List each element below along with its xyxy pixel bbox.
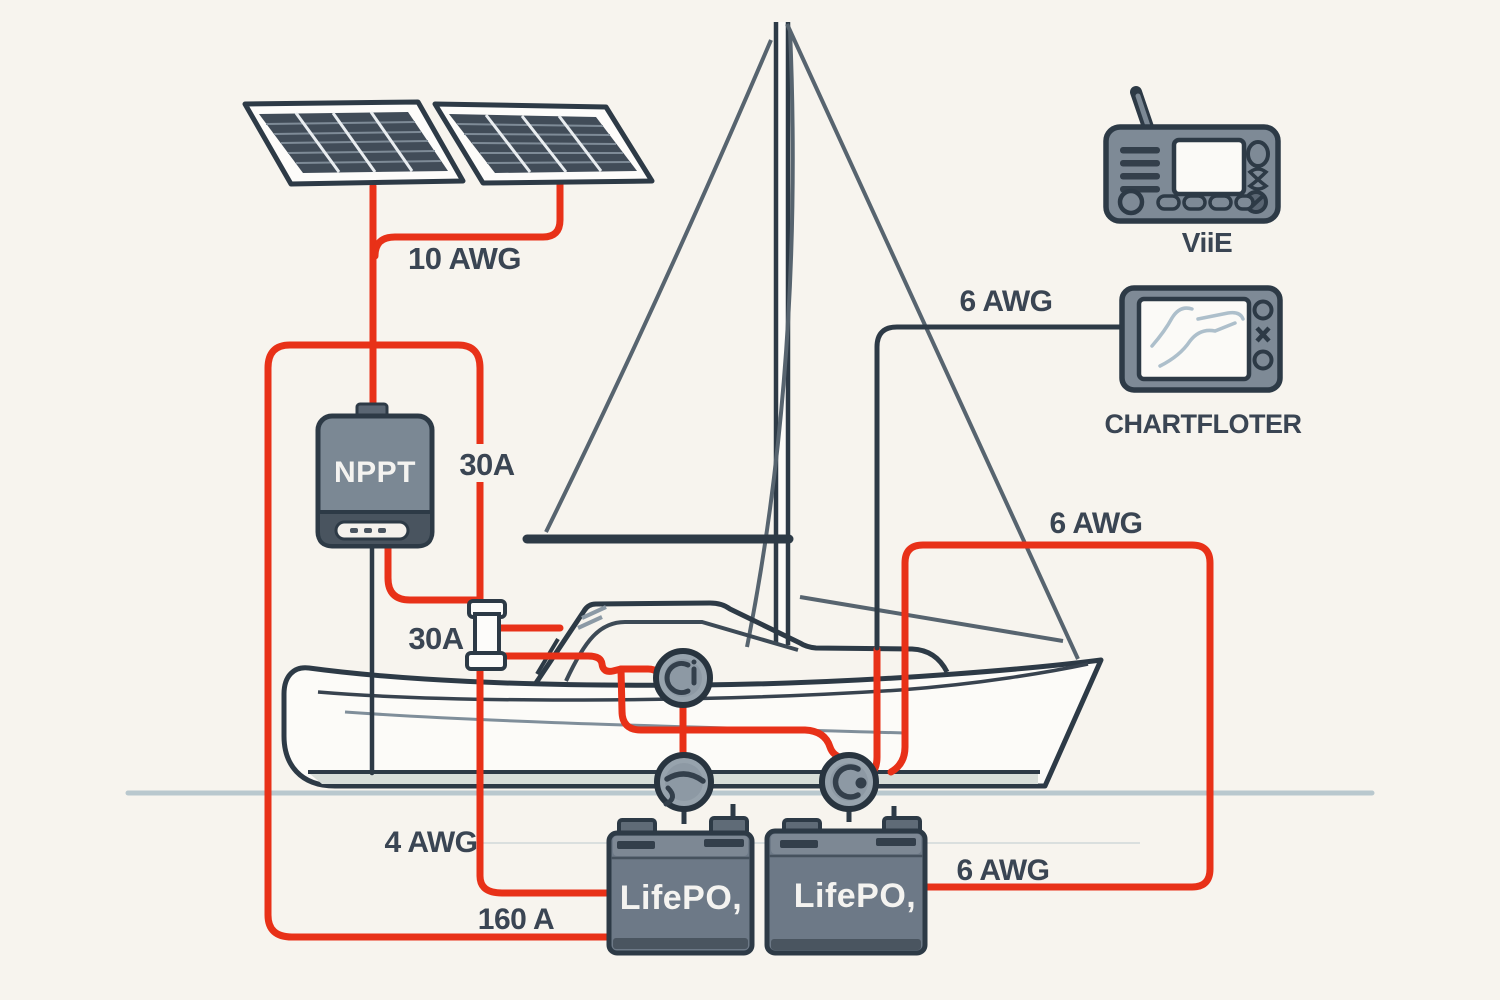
mainsail-luff <box>544 39 773 533</box>
battery-2: LifePO, <box>764 806 928 956</box>
cabin-inner-line <box>564 620 799 682</box>
vhf-buttons <box>1156 194 1255 211</box>
chartplotter-caption: CHARTFLOTER <box>1105 409 1302 439</box>
battery-switch-2 <box>654 752 714 824</box>
battery-sticker <box>876 838 916 846</box>
crossfeed-wire <box>617 665 847 762</box>
house-loop-wire <box>887 541 1214 891</box>
panel-column-lines <box>484 114 603 173</box>
solar-panel-left <box>242 99 466 187</box>
battery-switch-3 <box>819 752 879 822</box>
battery-bottom-strip <box>771 939 921 950</box>
negative-wiring <box>369 324 1125 776</box>
vhf-button-round <box>1117 188 1145 216</box>
chartplotter-wire <box>874 324 1125 651</box>
battery-bottom-strip <box>613 938 748 949</box>
label-backing <box>452 444 522 482</box>
vhf-screen <box>1171 137 1247 197</box>
link-wire-gauge-label: 6 AWG <box>956 854 1049 887</box>
battery-sticker <box>780 840 818 848</box>
fuse-body <box>473 612 501 658</box>
controller-output-wire <box>384 542 482 604</box>
chartplotter-map-lines <box>1150 306 1245 368</box>
vhf-knob <box>1247 167 1269 191</box>
vhf-antenna <box>1135 93 1151 129</box>
main-battery-wire <box>264 341 616 941</box>
cabin-hatch <box>577 615 603 630</box>
battery-label: LifePO, <box>794 877 917 915</box>
inline-fuse <box>465 599 507 671</box>
main-wire-rating-label: 160 A <box>478 903 554 936</box>
battery-case <box>606 830 755 956</box>
indicator-dot <box>378 528 386 533</box>
switch-icon <box>664 771 706 784</box>
inline-fuse-rating-label: 30A <box>408 621 463 656</box>
jib-leech <box>745 29 795 648</box>
deck-inner-line <box>317 662 1089 702</box>
controller-label: NPPT <box>334 456 416 489</box>
chartplotter-buttons <box>1252 299 1274 371</box>
solar-panel-right <box>432 101 655 186</box>
switch-icon <box>832 764 861 800</box>
chartplotter-wire-gauge-label: 6 AWG <box>959 285 1052 318</box>
charge-controller: NPPT <box>315 402 435 549</box>
indicator-dot <box>350 528 358 533</box>
panel-column-lines <box>294 111 414 173</box>
switch-face <box>665 763 703 801</box>
switch-icon <box>663 785 675 807</box>
battery-sticker <box>704 839 744 847</box>
switch-icon <box>691 659 697 665</box>
solar-wire-gauge-label: 10 AWG <box>408 241 521 276</box>
battery-switch-1 <box>653 648 713 708</box>
chartplotter: CHARTFLOTER <box>1105 285 1302 439</box>
forestay <box>785 23 1080 660</box>
battery-1: LifePO, <box>606 804 755 956</box>
switch-icon <box>664 661 691 695</box>
sailboat <box>281 22 1104 789</box>
cabin-outline <box>533 600 950 685</box>
cabin-hatch <box>581 605 607 620</box>
fuse-cap-bottom <box>465 651 507 671</box>
jib-foot <box>799 595 1064 643</box>
charge-wire-gauge-label: 4 AWG <box>384 826 477 859</box>
indicator-dot <box>364 528 372 533</box>
battery-sticker <box>617 841 655 849</box>
vhf-knob <box>1246 140 1270 168</box>
mast-fill <box>776 22 788 645</box>
vhf-caption: ViiE <box>1182 227 1232 258</box>
controller-breaker-label: 30A <box>459 447 514 482</box>
battery-case <box>764 828 928 956</box>
panel-link-wire <box>371 180 564 260</box>
vhf-radio: ViiE <box>1103 86 1281 258</box>
house-wire-gauge-label: 6 AWG <box>1049 507 1142 540</box>
fuse-to-switch-wire <box>482 652 661 676</box>
switch-icon <box>855 777 867 789</box>
battery-label: LifePO, <box>620 879 743 917</box>
